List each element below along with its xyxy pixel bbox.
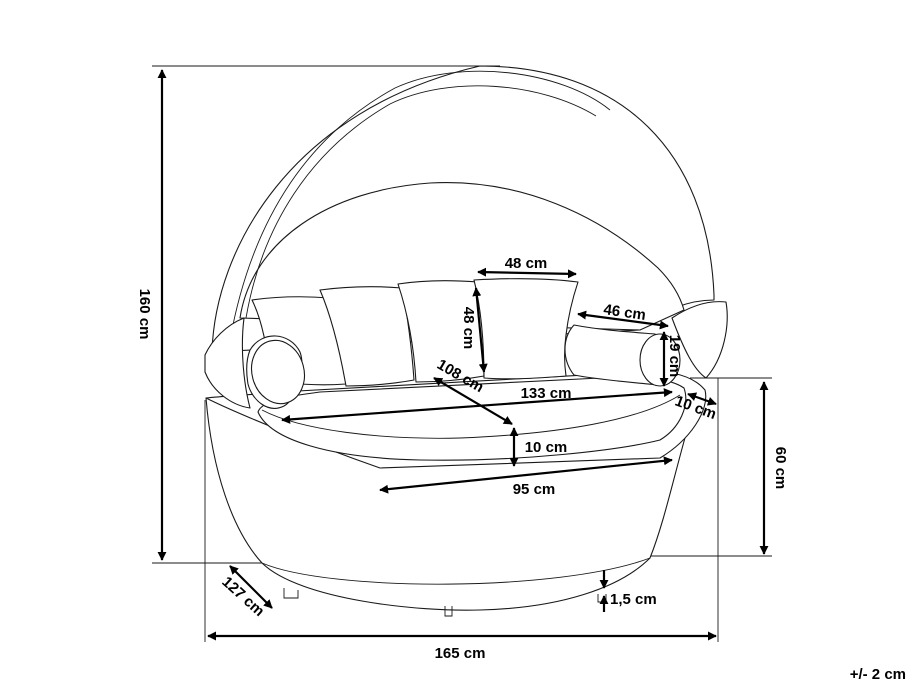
dim-line-mattress-width [281,388,673,424]
base-rim-line [261,557,651,585]
leg-middle [444,606,453,617]
canopy-frame-arc [229,70,611,341]
label-width-total: 165 cm [435,645,486,662]
label-front-width: 95 cm [513,481,556,498]
label-seat-height: 60 cm [772,447,789,490]
leg-left [283,588,299,599]
dim-line-bolster-length [577,310,669,330]
back-pillow-2 [319,286,415,387]
dim-line-base-depth [229,565,273,609]
label-pillow-height: 48 cm [460,307,477,350]
label-tolerance: +/- 2 cm [850,666,906,683]
label-bolster-diameter: 19 cm [666,335,683,378]
label-height-total: 160 cm [136,289,153,340]
dim-line-canopy-pillow-width [477,267,577,279]
label-mattress-width: 133 cm [521,385,572,402]
dimension-lines [157,69,769,641]
label-mattress-thickness: 10 cm [525,439,568,456]
canopy-frame-arc-2 [245,85,597,319]
dim-line-pillow-height [472,287,488,373]
back-pillow-4 [473,278,579,380]
dim-line-rim-thickness [687,392,717,406]
label-leg-height: 1,5 cm [610,591,657,608]
label-canopy-pillow-width: 48 cm [505,255,548,272]
dim-line-front-width [379,456,673,494]
extension-lines [152,65,772,642]
arm-left [204,317,251,409]
label-bolster-length: 46 cm [602,301,646,324]
arm-right [671,301,728,379]
